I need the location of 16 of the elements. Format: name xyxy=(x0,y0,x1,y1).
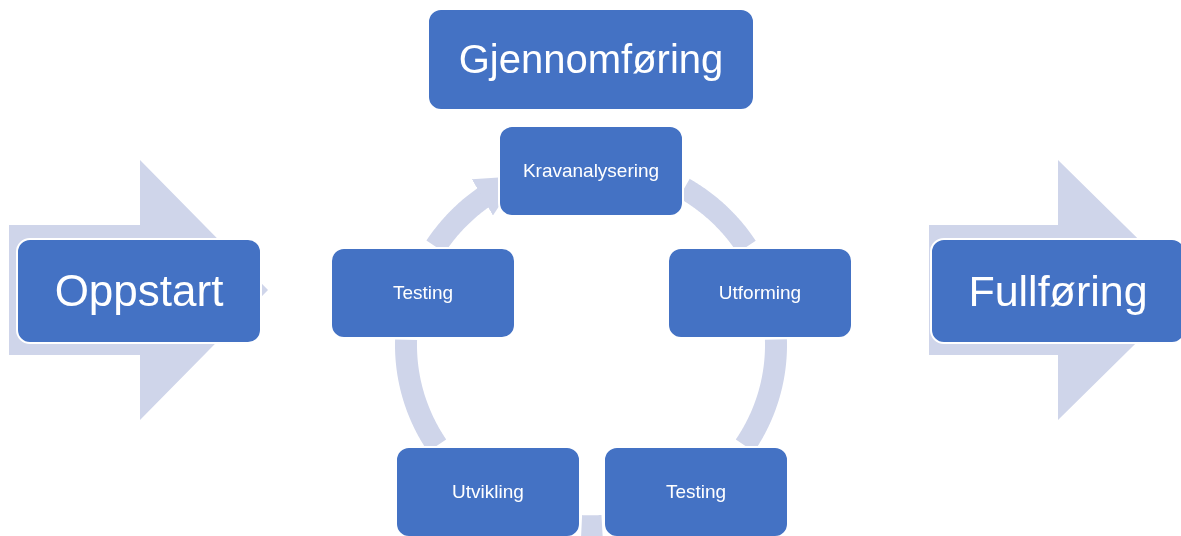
process-box xyxy=(930,238,1181,344)
step-label: Testing xyxy=(665,481,727,503)
step-label: Kravanalysering xyxy=(522,160,660,182)
process-box xyxy=(395,446,581,536)
step-label: Utforming xyxy=(718,282,802,304)
process-box xyxy=(498,125,684,217)
process-box xyxy=(330,247,516,339)
process-box xyxy=(603,446,789,536)
process-box xyxy=(667,247,853,339)
step-label: Oppstart xyxy=(54,266,224,316)
process-box xyxy=(427,8,755,111)
step-label: Gjennomføring xyxy=(458,37,724,82)
step-label: Fullføring xyxy=(968,266,1148,316)
step-label: Testing xyxy=(392,282,454,304)
step-label: Utvikling xyxy=(452,481,524,503)
process-box xyxy=(16,238,262,344)
